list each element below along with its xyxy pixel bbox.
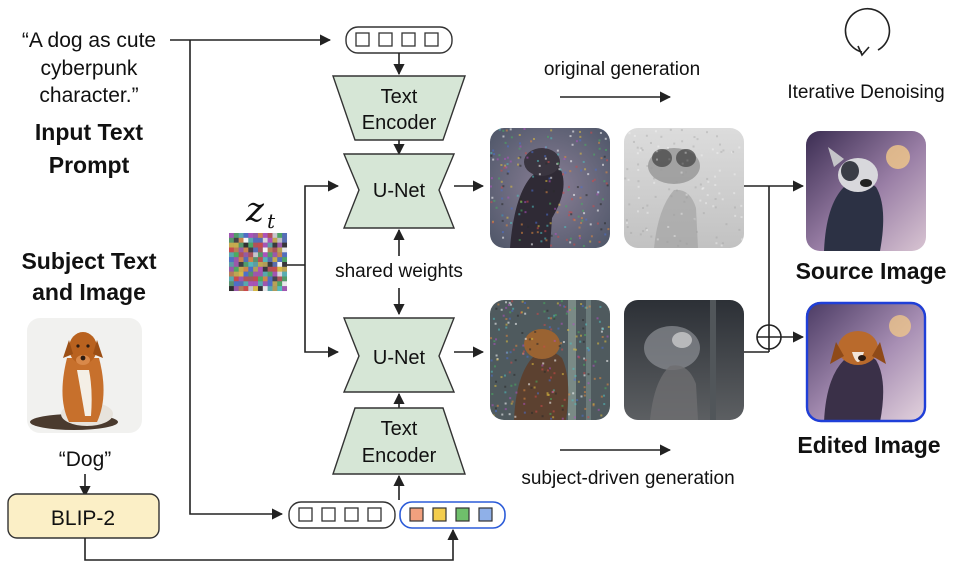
arrow-blip-to-subject-tokens	[84, 528, 459, 561]
token-box	[378, 32, 393, 47]
encoder-label: Text	[381, 86, 418, 108]
source-image	[806, 131, 926, 251]
input-prompt-text: “A dog as cute cyberpunk character.”	[22, 29, 156, 107]
shared-weights-label: shared weights	[335, 261, 463, 282]
heading-line: Prompt	[49, 152, 130, 178]
blip2-box: BLIP-2	[7, 493, 160, 539]
subject-caption: “Dog”	[59, 448, 112, 471]
denoised-subject-image	[624, 300, 744, 420]
bottom-prompt-tokens	[288, 501, 396, 529]
latent-symbol: z	[245, 190, 265, 230]
edited-image-label: Edited Image	[797, 432, 940, 458]
noisy-original-image	[490, 128, 610, 248]
bottom-text-encoder: Text Encoder	[332, 407, 466, 475]
latent-variable-label: z t	[245, 190, 276, 233]
prompt-line: “A dog as cute	[22, 29, 156, 52]
heading-line: Input Text	[35, 119, 144, 145]
arrow-prompt-to-bottom-tokens	[189, 40, 284, 520]
denoised-gray-image	[624, 128, 744, 248]
iterative-denoising-icon	[844, 7, 891, 57]
noisy-subject-image	[490, 300, 610, 420]
token-box	[367, 507, 382, 522]
latent-subscript: t	[267, 209, 276, 233]
token-box-blue	[478, 507, 493, 522]
token-box	[321, 507, 336, 522]
top-prompt-tokens	[345, 26, 453, 54]
token-box	[298, 507, 313, 522]
token-box	[401, 32, 416, 47]
arrow-latent-to-top-unet	[304, 180, 340, 265]
token-box	[355, 32, 370, 47]
heading-line: Subject Text	[21, 248, 156, 274]
subject-embedding-tokens	[399, 501, 506, 529]
top-text-encoder: Text Encoder	[332, 75, 466, 141]
token-box	[424, 32, 439, 47]
token-box-orange	[409, 507, 424, 522]
encoder-label: Encoder	[362, 445, 437, 467]
subject-heading: Subject Text and Image	[21, 248, 156, 305]
encoder-label: Encoder	[362, 112, 437, 134]
original-generation-label: original generation	[544, 59, 700, 80]
arrow-latent-to-bottom-unet	[304, 265, 340, 358]
unet-label: U-Net	[373, 347, 426, 369]
top-unet: U-Net	[342, 153, 456, 229]
heading-line: and Image	[32, 279, 146, 305]
token-box	[344, 507, 359, 522]
subject-dog-photo	[27, 318, 142, 433]
prompt-line: character.”	[39, 84, 138, 107]
iterative-denoising-label: Iterative Denoising	[787, 82, 944, 103]
latent-noise-image	[229, 233, 288, 292]
token-box-green	[455, 507, 470, 522]
input-prompt-heading: Input Text Prompt	[35, 119, 144, 178]
subject-driven-generation-label: subject-driven generation	[521, 468, 734, 489]
blip2-label: BLIP-2	[51, 507, 115, 530]
bottom-unet: U-Net	[342, 317, 456, 393]
token-box-yellow	[432, 507, 447, 522]
prompt-line: cyberpunk	[41, 57, 138, 80]
encoder-label: Text	[381, 418, 418, 440]
unet-label: U-Net	[373, 180, 426, 202]
source-image-label: Source Image	[796, 258, 947, 284]
edited-image	[805, 301, 927, 423]
combine-symbol	[756, 324, 782, 350]
